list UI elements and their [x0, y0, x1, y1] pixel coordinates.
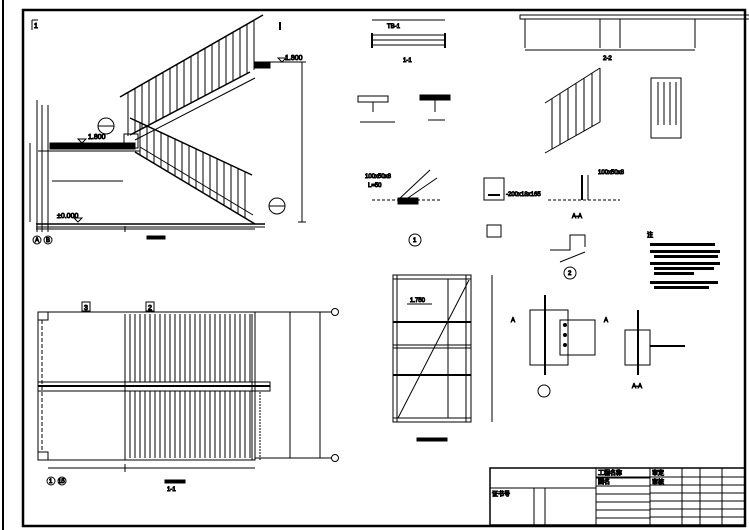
connection-detail: A A A-A [511, 295, 685, 398]
detail-anchors: 100x50x8 L=50 1 -200x18x165 100x50x8 A-A… [365, 170, 625, 280]
axis-bubble-a [32, 235, 42, 245]
elevation-top: 1.800 [285, 55, 303, 62]
section-2-2-title: 2-2 [603, 56, 612, 62]
title-block: 工程名称 图名 证书号 审定 审核 [489, 467, 746, 526]
svg-text:L=50: L=50 [368, 183, 382, 189]
lower-balusters [139, 122, 246, 218]
svg-text:注: 注 [647, 231, 653, 239]
landing-slab [49, 142, 136, 150]
plan-treads [129, 314, 251, 458]
svg-text:-200x18x165: -200x18x165 [506, 192, 541, 198]
grid-bubble-top [331, 308, 339, 316]
stair-section-elevation: 1 1.800 1.800 ±0.000 [29, 14, 306, 245]
drawing-frame [21, 8, 747, 528]
landing-plan-detail: 1.750 [392, 274, 493, 442]
elevation-landing: 1.800 [88, 134, 106, 141]
svg-text:审定: 审定 [652, 469, 664, 477]
plan-title: 1-1 [167, 487, 176, 493]
detail-beam-joints [357, 94, 451, 123]
svg-text:1: 1 [413, 238, 417, 244]
svg-text:A: A [604, 318, 608, 324]
svg-text:A: A [511, 318, 515, 324]
section-marker: 1 [34, 23, 38, 30]
upper-handrail [119, 14, 264, 98]
svg-text:100x50x8: 100x50x8 [598, 170, 625, 176]
detail-railing-elevation [544, 67, 682, 154]
upper-balusters [127, 20, 255, 137]
svg-text:B: B [46, 238, 50, 244]
detail-aa-title: A-A [572, 214, 582, 220]
cut-marker-2: 2 [148, 305, 152, 312]
svg-text:A: A [35, 238, 39, 244]
svg-text:2: 2 [568, 271, 572, 277]
grid-bubble-bottom [331, 454, 339, 462]
svg-text:工程名称: 工程名称 [598, 469, 622, 477]
lower-handrail [129, 117, 253, 176]
svg-text:图名: 图名 [598, 478, 610, 486]
svg-text:1: 1 [49, 479, 53, 485]
svg-text:TB-1: TB-1 [387, 24, 401, 30]
lower-stringer [134, 151, 256, 225]
elevation-ground: ±0.000 [57, 213, 78, 220]
svg-text:100x50x8: 100x50x8 [365, 174, 392, 180]
svg-text:证书号: 证书号 [492, 490, 510, 498]
svg-text:审核: 审核 [652, 478, 664, 486]
cut-marker-3: 3 [84, 305, 88, 312]
general-notes: 注 [647, 231, 720, 289]
axis-bubble-b [43, 235, 53, 245]
svg-text:15: 15 [58, 479, 65, 485]
stair-plan: 3 2 1-1 1 15 [37, 301, 339, 494]
upper-stringer [129, 71, 251, 136]
landing-elevation: 1.750 [410, 298, 426, 304]
section-1-1-title: 1-1 [403, 58, 412, 64]
detail-section-1-1: TB-1 1-1 [371, 19, 446, 65]
detail-aa-section-title: A-A [632, 384, 642, 390]
detail-section-2-2: 2-2 [519, 14, 749, 63]
